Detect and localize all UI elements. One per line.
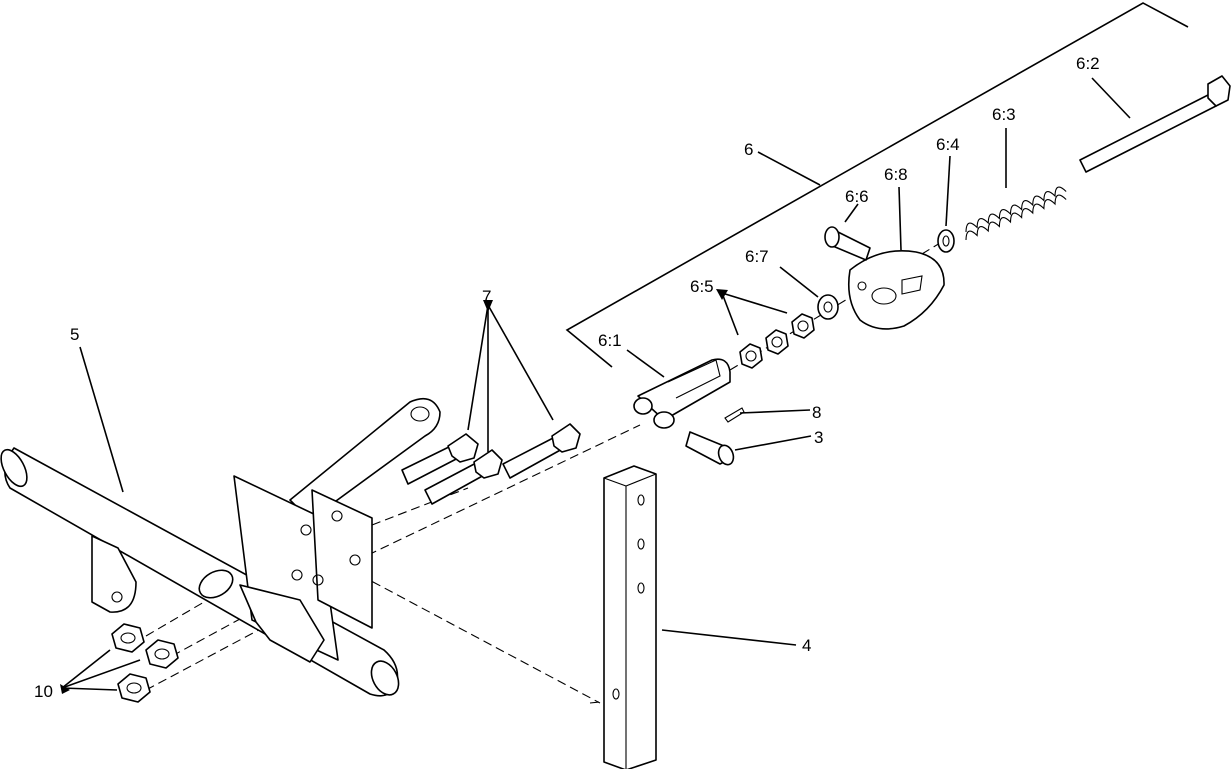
callout-6-7: 6:7 xyxy=(745,247,769,266)
leader-lines xyxy=(61,77,1131,691)
vertical-bar-4 xyxy=(603,465,657,769)
callout-6: 6 xyxy=(744,140,753,159)
callout-8: 8 xyxy=(812,403,821,422)
assembly-bracket-6 xyxy=(565,2,1189,368)
callout-3: 3 xyxy=(814,428,823,447)
callout-6-4: 6:4 xyxy=(936,135,960,154)
callout-5: 5 xyxy=(70,325,79,344)
cross-tube-assembly xyxy=(0,397,441,697)
arrowheads xyxy=(60,289,728,694)
callout-6-5: 6:5 xyxy=(690,277,714,296)
callout-6-3: 6:3 xyxy=(992,105,1016,124)
bolts-7 xyxy=(401,423,581,505)
callout-labels: 5 7 10 6 6:1 6:5 6:7 6:6 6:8 6:4 6:3 6:2… xyxy=(34,54,1100,701)
callout-6-2: 6:2 xyxy=(1076,54,1100,73)
callout-10: 10 xyxy=(34,682,53,701)
rod-assembly-6 xyxy=(633,75,1231,466)
callout-6-8: 6:8 xyxy=(884,165,908,184)
callout-4: 4 xyxy=(802,636,811,655)
nuts-10 xyxy=(111,623,179,703)
callout-6-6: 6:6 xyxy=(845,187,869,206)
callout-7: 7 xyxy=(482,287,491,306)
callout-6-1: 6:1 xyxy=(598,331,622,350)
